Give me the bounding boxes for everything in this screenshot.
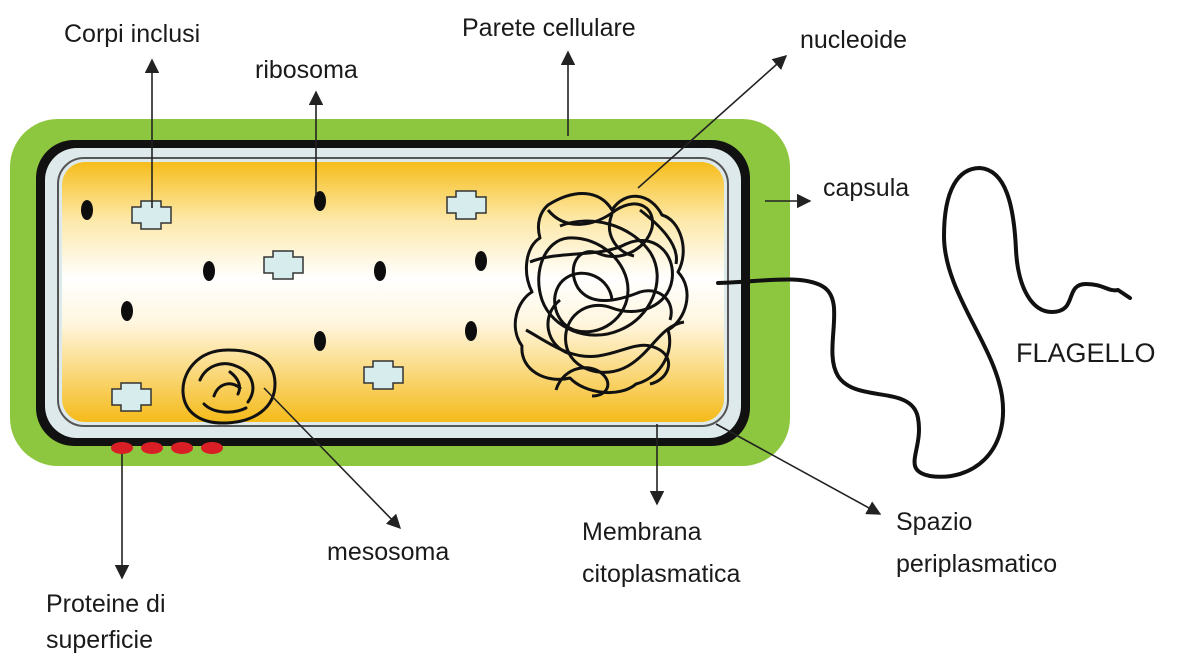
label-mesosoma: mesosoma bbox=[327, 538, 449, 566]
ribosome-dot bbox=[475, 251, 487, 271]
ribosome-dot bbox=[81, 200, 93, 220]
label-membrana-line2: citoplasmatica bbox=[582, 560, 740, 588]
ribosome-dot bbox=[314, 331, 326, 351]
label-capsula: capsula bbox=[823, 174, 909, 202]
label-corpi-inclusi: Corpi inclusi bbox=[64, 20, 200, 48]
label-proteine-line1: Proteine di bbox=[46, 590, 166, 618]
label-parete-cellulare: Parete cellulare bbox=[462, 14, 636, 42]
surface-protein bbox=[141, 442, 163, 454]
surface-protein bbox=[111, 442, 133, 454]
spazio-arrow bbox=[716, 424, 880, 514]
label-membrana-line1: Membrana bbox=[582, 518, 702, 546]
label-spazio-line2: periplasmatico bbox=[896, 550, 1057, 578]
ribosome-dot bbox=[203, 261, 215, 281]
label-flagello: FLAGELLO bbox=[1016, 338, 1156, 368]
label-spazio-line1: Spazio bbox=[896, 508, 972, 536]
label-proteine-line2: superficie bbox=[46, 626, 153, 654]
ribosome-dot bbox=[374, 261, 386, 281]
ribosome-dot bbox=[465, 321, 477, 341]
label-nucleoide: nucleoide bbox=[800, 26, 907, 54]
surface-protein bbox=[201, 442, 223, 454]
ribosome-dot bbox=[121, 301, 133, 321]
label-ribosoma: ribosoma bbox=[255, 56, 358, 84]
surface-protein bbox=[171, 442, 193, 454]
